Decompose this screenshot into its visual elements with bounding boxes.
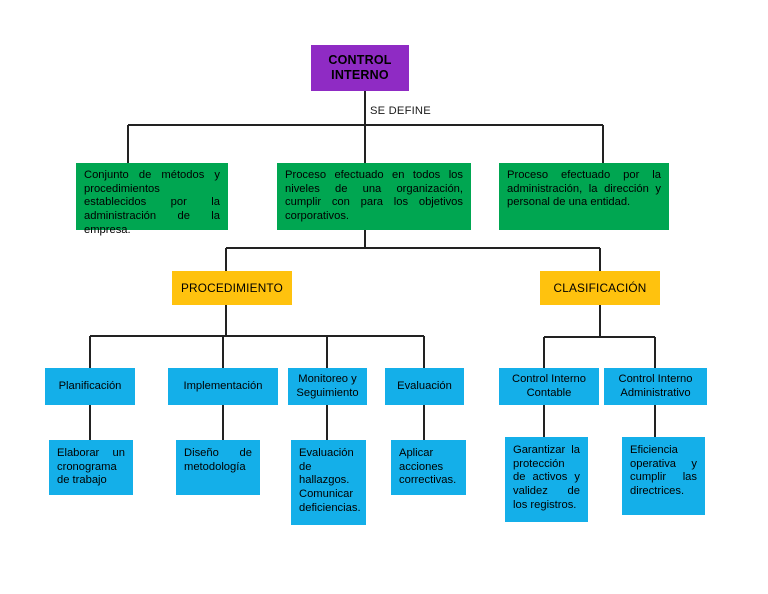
node-control-interno-label: CONTROL INTERNO — [328, 52, 392, 82]
node-detalle-administrativo-label: Eficiencia operativa y cumplir las direc… — [630, 444, 697, 497]
node-definicion-2[interactable]: Proceso efectuado en todos los niveles d… — [277, 163, 471, 230]
node-control-interno-contable[interactable]: Control Interno Contable — [499, 368, 599, 405]
node-detalle-monitoreo[interactable]: Evaluación de hallazgos. Comunicar defic… — [291, 440, 366, 525]
node-planificacion-label: Planificación — [58, 379, 122, 392]
node-implementacion-label: Implementación — [183, 379, 263, 392]
node-detalle-contable-label: Garantizar la protección de activos y va… — [513, 444, 580, 511]
node-implementacion[interactable]: Implementación — [168, 368, 278, 405]
node-detalle-contable[interactable]: Garantizar la protección de activos y va… — [505, 437, 588, 522]
node-procedimiento[interactable]: PROCEDIMIENTO — [172, 271, 292, 305]
node-evaluacion-label: Evaluación — [397, 379, 452, 392]
node-definicion-2-label: Proceso efectuado en todos los niveles d… — [285, 169, 463, 222]
node-evaluacion[interactable]: Evaluación — [385, 368, 464, 405]
node-planificacion[interactable]: Planificación — [45, 368, 135, 405]
node-detalle-planificacion-label: Elaborar un cronograma de trabajo — [57, 447, 125, 487]
node-detalle-monitoreo-label: Evaluación de hallazgos. Comunicar defic… — [299, 447, 361, 514]
node-detalle-implementacion-label: Diseño de metodología — [184, 447, 252, 473]
node-clasificacion[interactable]: CLASIFICACIÓN — [540, 271, 660, 305]
edge-label-se-define: SE DEFINE — [370, 105, 431, 117]
node-clasificacion-label: CLASIFICACIÓN — [553, 280, 647, 295]
node-detalle-planificacion[interactable]: Elaborar un cronograma de trabajo — [49, 440, 133, 495]
node-detalle-evaluacion[interactable]: Aplicar acciones correctivas. — [391, 440, 466, 495]
node-monitoreo-seguimiento-label: Monitoreo y Seguimiento — [296, 372, 359, 399]
node-detalle-administrativo[interactable]: Eficiencia operativa y cumplir las direc… — [622, 437, 705, 515]
node-definicion-3-label: Proceso efectuado por la administración,… — [507, 169, 661, 209]
node-detalle-evaluacion-label: Aplicar acciones correctivas. — [399, 447, 457, 487]
node-definicion-1[interactable]: Conjunto de métodos y procedimientos est… — [76, 163, 228, 236]
node-control-interno-contable-label: Control Interno Contable — [511, 372, 586, 399]
node-control-interno-administrativo-label: Control Interno Administrativo — [618, 372, 693, 399]
node-definicion-3[interactable]: Proceso efectuado por la administración,… — [499, 163, 669, 230]
node-procedimiento-label: PROCEDIMIENTO — [180, 280, 283, 295]
node-control-interno[interactable]: CONTROL INTERNO — [311, 45, 409, 91]
node-definicion-1-label: Conjunto de métodos y procedimientos est… — [84, 169, 220, 236]
node-control-interno-administrativo[interactable]: Control Interno Administrativo — [604, 368, 707, 405]
node-detalle-implementacion[interactable]: Diseño de metodología — [176, 440, 260, 495]
node-monitoreo-seguimiento[interactable]: Monitoreo y Seguimiento — [288, 368, 367, 405]
